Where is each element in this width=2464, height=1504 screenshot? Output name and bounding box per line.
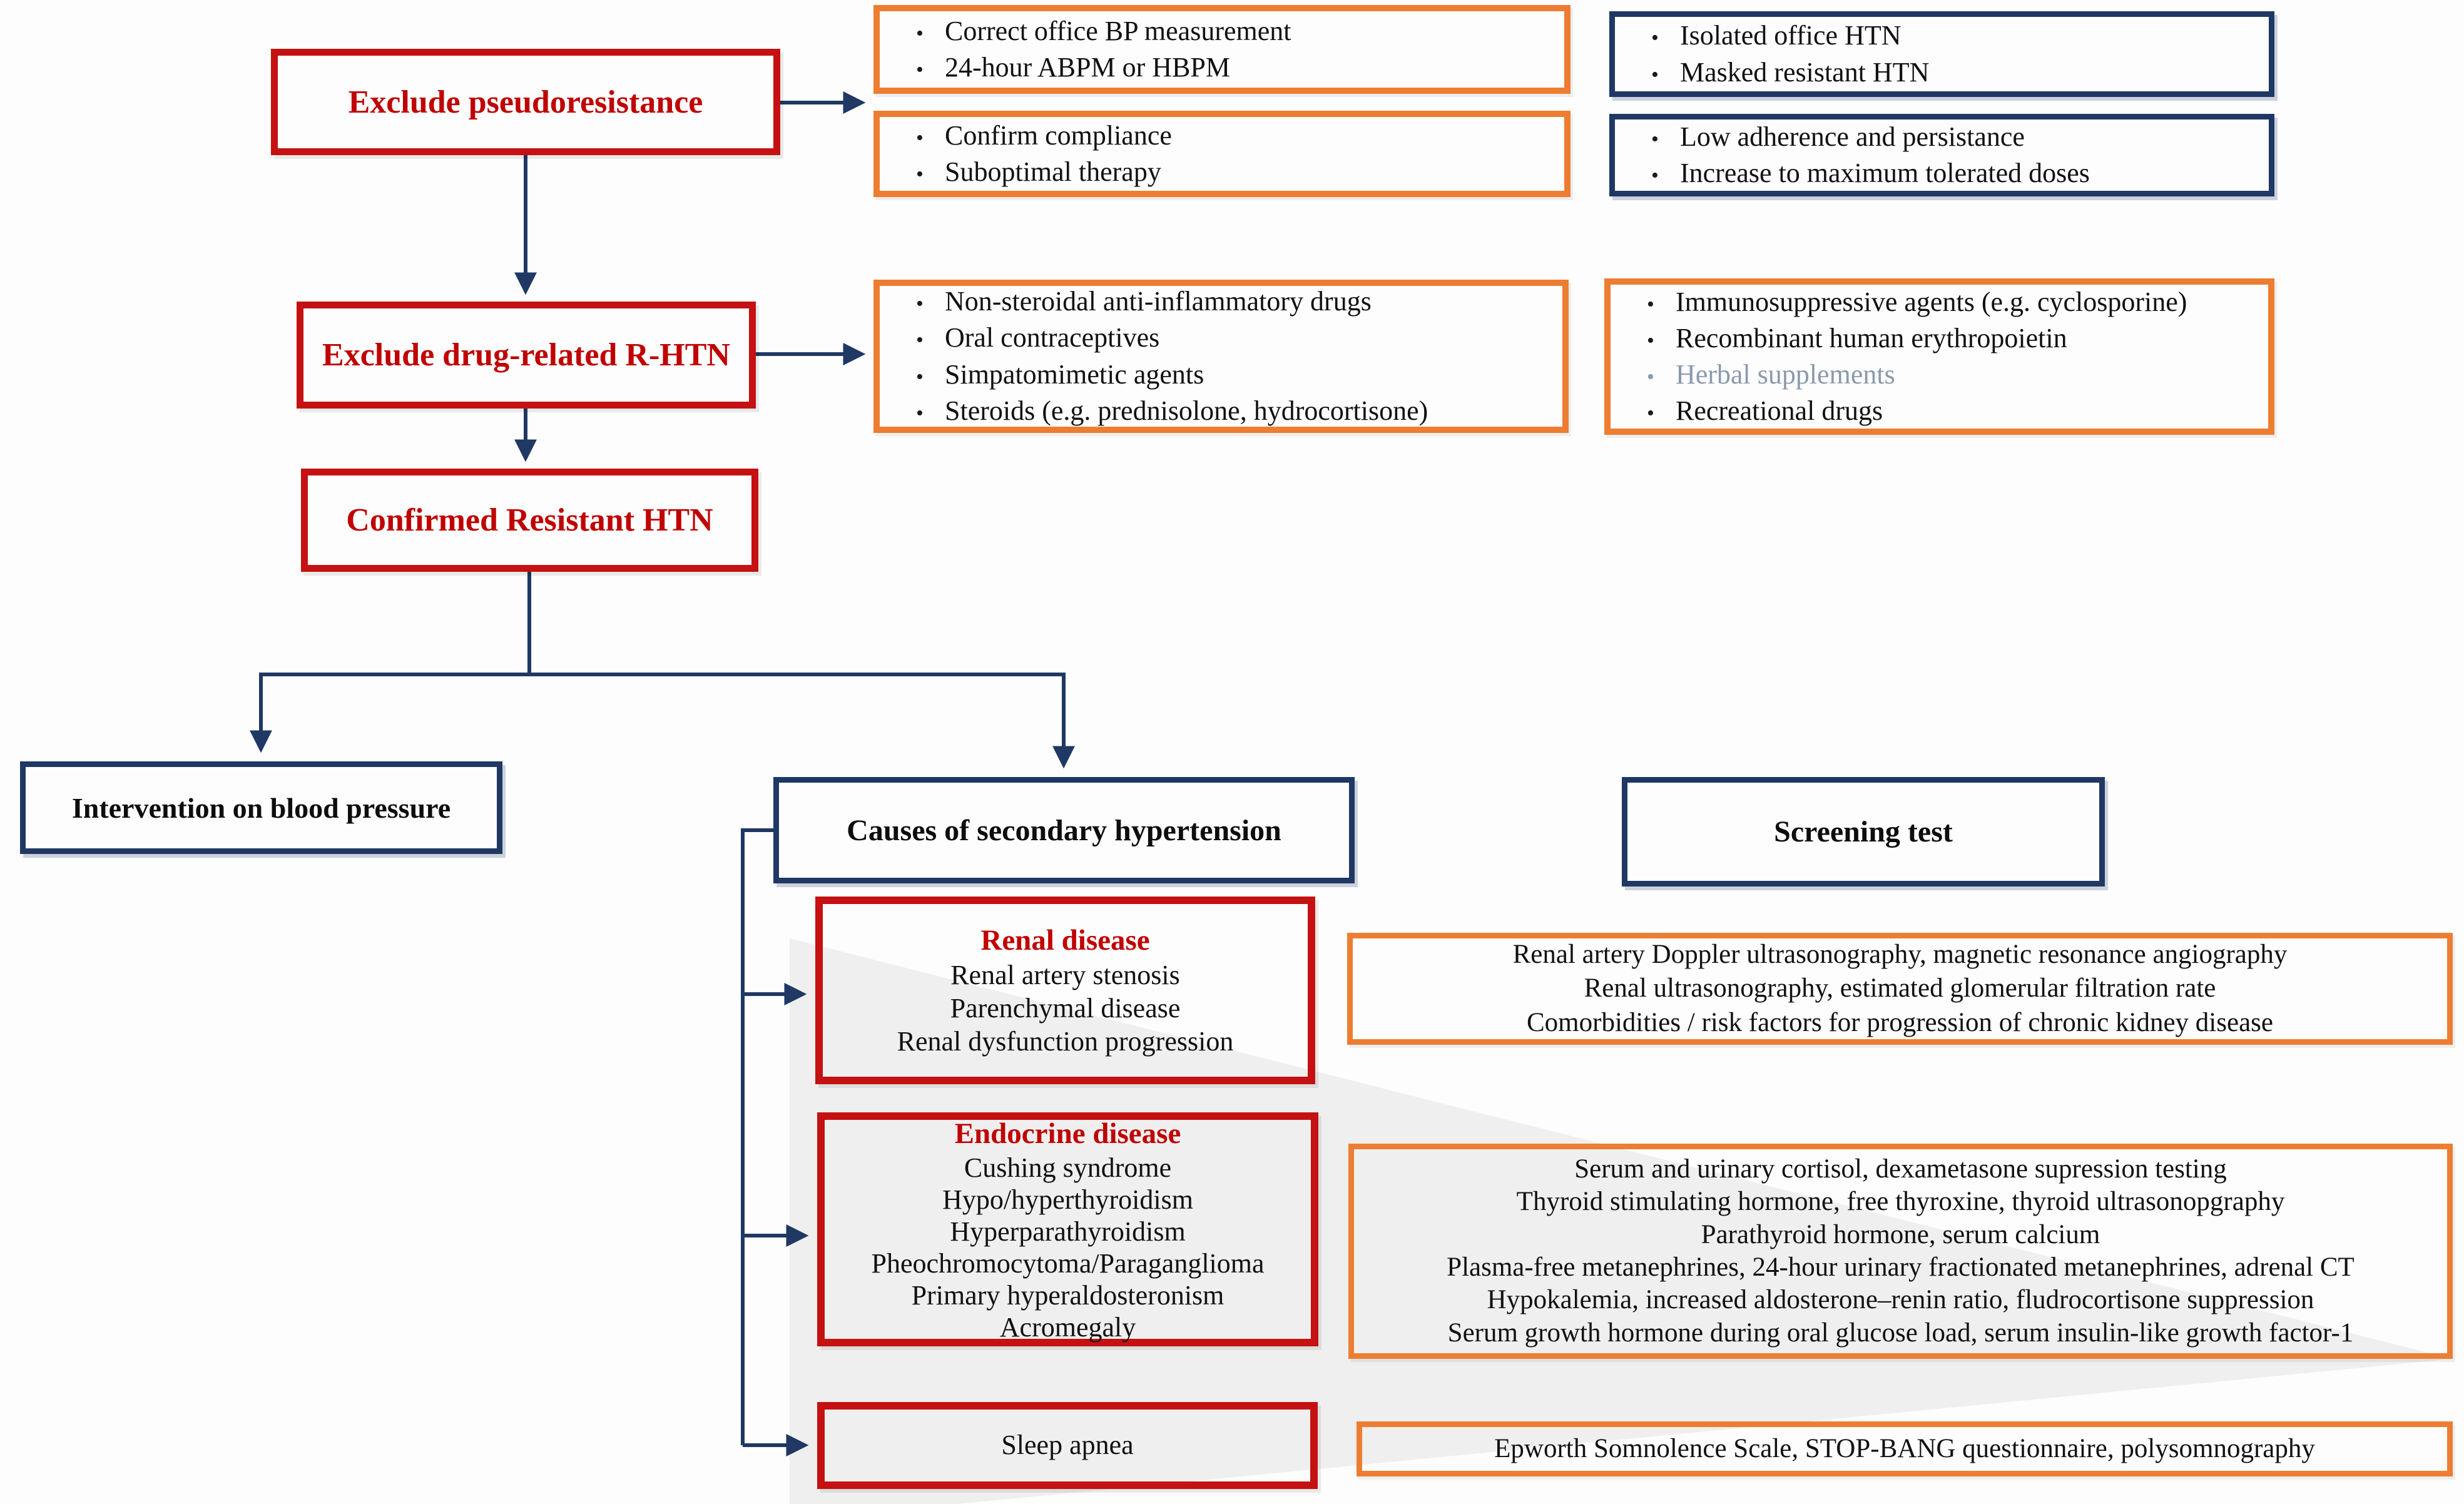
outcomes-office-htn-box: • Isolated office HTN • Masked resistant H… — [1609, 11, 2274, 97]
drug-list-box-2: • Immunosuppressive agents (e.g. cyclospo… — [1604, 278, 2274, 435]
bullet-icon: • — [1651, 164, 1659, 187]
list-item-label: Oral contraceptives — [945, 322, 1160, 353]
screening-line: Epworth Somnolence Scale, STOP-BANG ques… — [1494, 1433, 2315, 1463]
bullet-icon: • — [916, 21, 924, 45]
cause-item: Acromegaly — [999, 1312, 1136, 1343]
screening-line: Thyroid stimulating hormone, free thyrox… — [1516, 1187, 2285, 1217]
bullet-icon: • — [916, 401, 924, 425]
bullet-icon: • — [916, 292, 924, 316]
header-label: Screening test — [1774, 815, 1953, 848]
list-item: • Masked resistant HTN — [1630, 54, 2263, 91]
list-item: • Immunosuppressive agents (e.g. cyclospo… — [1626, 284, 2262, 320]
cause-item: Cushing syndrome — [964, 1152, 1172, 1184]
screening-renal-box: Renal artery Doppler ultrasonography, ma… — [1347, 933, 2453, 1045]
cause-item: Pheochromocytoma/Paraganglioma — [871, 1248, 1265, 1279]
list-item: • Isolated office HTN — [1630, 18, 2263, 54]
branch-trunk — [261, 572, 1064, 676]
cause-title: Endocrine disease — [954, 1117, 1181, 1150]
list-item-label: Non-steroidal anti-inflammatory drugs — [945, 286, 1372, 317]
list-item: • Herbal supplements — [1626, 357, 2262, 393]
header-label: Causes of secondary hypertension — [847, 813, 1281, 847]
bullet-icon: • — [916, 163, 924, 186]
cause-item: Hypo/hyperthyroidism — [942, 1184, 1193, 1216]
list-item: • Increase to maximum tolerated doses — [1630, 155, 2263, 191]
screening-line: Plasma-free metanephrines, 24-hour urina… — [1447, 1252, 2355, 1282]
list-item: • Correct office BP measurement — [895, 13, 1558, 49]
bullet-icon: • — [1647, 365, 1654, 389]
header-screening: Screening test — [1622, 777, 2105, 887]
cause-endocrine-box: Endocrine disease Cushing syndrome Hypo/… — [817, 1112, 1318, 1346]
list-item-label: Suboptimal therapy — [945, 156, 1161, 187]
list-item-label: Isolated office HTN — [1680, 20, 1901, 51]
list-item-label: Simpatomimetic agents — [945, 358, 1204, 390]
screening-line: Serum and urinary cortisol, dexametasone… — [1574, 1154, 2227, 1184]
bullet-icon: • — [1651, 63, 1659, 86]
drug-list-box-1: • Non-steroidal anti-inflammatory drugs •… — [873, 280, 1569, 433]
list-item: • Suboptimal therapy — [895, 154, 1558, 190]
step-title: Confirmed Resistant HTN — [346, 502, 713, 538]
list-item-label: Recombinant human erythropoietin — [1676, 322, 2067, 353]
step-title: Exclude pseudoresistance — [348, 84, 703, 120]
list-item: • Confirm compliance — [895, 118, 1558, 154]
cause-title: Renal disease — [980, 924, 1150, 957]
list-item-label: Increase to maximum tolerated doses — [1680, 158, 2090, 188]
step-title: Exclude drug-related R-HTN — [322, 337, 730, 373]
screening-line: Hypokalemia, increased aldosterone–renin… — [1487, 1285, 2314, 1315]
bullet-icon: • — [1647, 292, 1654, 316]
cause-item: Primary hyperaldosteronism — [911, 1280, 1224, 1311]
bullet-icon: • — [1647, 328, 1654, 352]
cause-item: Sleep apnea — [1001, 1430, 1134, 1461]
screening-line: Parathyroid hormone, serum calcium — [1701, 1219, 2100, 1249]
bullet-icon: • — [916, 365, 924, 389]
screening-line: Comorbidities / risk factors for progres… — [1527, 1007, 2273, 1037]
bullet-icon: • — [1647, 402, 1654, 425]
outcomes-adherence-box: • Low adherence and persistance • Increase… — [1609, 114, 2274, 196]
measures-compliance-box: • Confirm compliance • Suboptimal therapy — [873, 111, 1571, 197]
list-item: • Non-steroidal anti-inflammatory drugs — [895, 283, 1556, 320]
step-confirmed-resistant-htn: Confirmed Resistant HTN — [301, 469, 758, 572]
list-item: • Oral contraceptives — [895, 320, 1556, 356]
cause-item: Hyperparathyroidism — [950, 1216, 1186, 1247]
step-exclude-pseudoresistance: Exclude pseudoresistance — [271, 49, 780, 155]
list-item-label: Recreational drugs — [1676, 395, 1883, 427]
bullet-icon: • — [916, 328, 924, 352]
list-item: • Low adherence and persistance — [1630, 119, 2263, 155]
cause-item: Renal artery stenosis — [950, 960, 1180, 991]
cause-sleep-apnea-box: Sleep apnea — [817, 1402, 1318, 1489]
screening-endocrine-box: Serum and urinary cortisol, dexametasone… — [1348, 1144, 2453, 1359]
list-item-label: Correct office BP measurement — [945, 15, 1291, 46]
list-item-label: Steroids (e.g. prednisolone, hydrocortis… — [945, 395, 1428, 426]
list-item-label: 24-hour ABPM or HBPM — [945, 52, 1230, 83]
list-item: • Recreational drugs — [1626, 393, 2262, 429]
list-item-label: Low adherence and persistance — [1680, 121, 2025, 152]
measures-bp-box: • Correct office BP measurement • 24-hour … — [873, 5, 1571, 94]
screening-line: Renal ultrasonography, estimated glomeru… — [1584, 973, 2216, 1004]
cause-item: Renal dysfunction progression — [897, 1025, 1234, 1057]
header-causes: Causes of secondary hypertension — [773, 777, 1355, 883]
step-exclude-drug-related: Exclude drug-related R-HTN — [297, 302, 756, 409]
screening-sleep-box: Epworth Somnolence Scale, STOP-BANG ques… — [1357, 1421, 2453, 1476]
list-item: • Steroids (e.g. prednisolone, hydrocorti… — [895, 393, 1556, 429]
bullet-icon: • — [916, 126, 924, 150]
list-item: • 24-hour ABPM or HBPM — [895, 49, 1558, 86]
bullet-icon: • — [1651, 127, 1659, 151]
list-item-label: Herbal supplements — [1676, 359, 1895, 390]
causes-spine — [741, 828, 773, 1445]
list-item-label: Immunosuppressive agents (e.g. cyclospor… — [1676, 286, 2187, 317]
screening-line: Serum growth hormone during oral glucose… — [1447, 1318, 2354, 1348]
list-item: • Recombinant human erythropoietin — [1626, 320, 2262, 357]
list-item-label: Confirm compliance — [945, 119, 1172, 151]
bullet-icon: • — [916, 58, 924, 81]
cause-item: Parenchymal disease — [950, 992, 1181, 1024]
list-item: • Simpatomimetic agents — [895, 357, 1556, 393]
header-label: Intervention on blood pressure — [71, 791, 451, 824]
screening-line: Renal artery Doppler ultrasonography, ma… — [1512, 939, 2288, 969]
header-intervention: Intervention on blood pressure — [20, 761, 502, 854]
bullet-icon: • — [1651, 26, 1659, 50]
list-item-label: Masked resistant HTN — [1680, 56, 1930, 88]
cause-renal-box: Renal disease Renal artery stenosis Pare… — [815, 897, 1315, 1084]
